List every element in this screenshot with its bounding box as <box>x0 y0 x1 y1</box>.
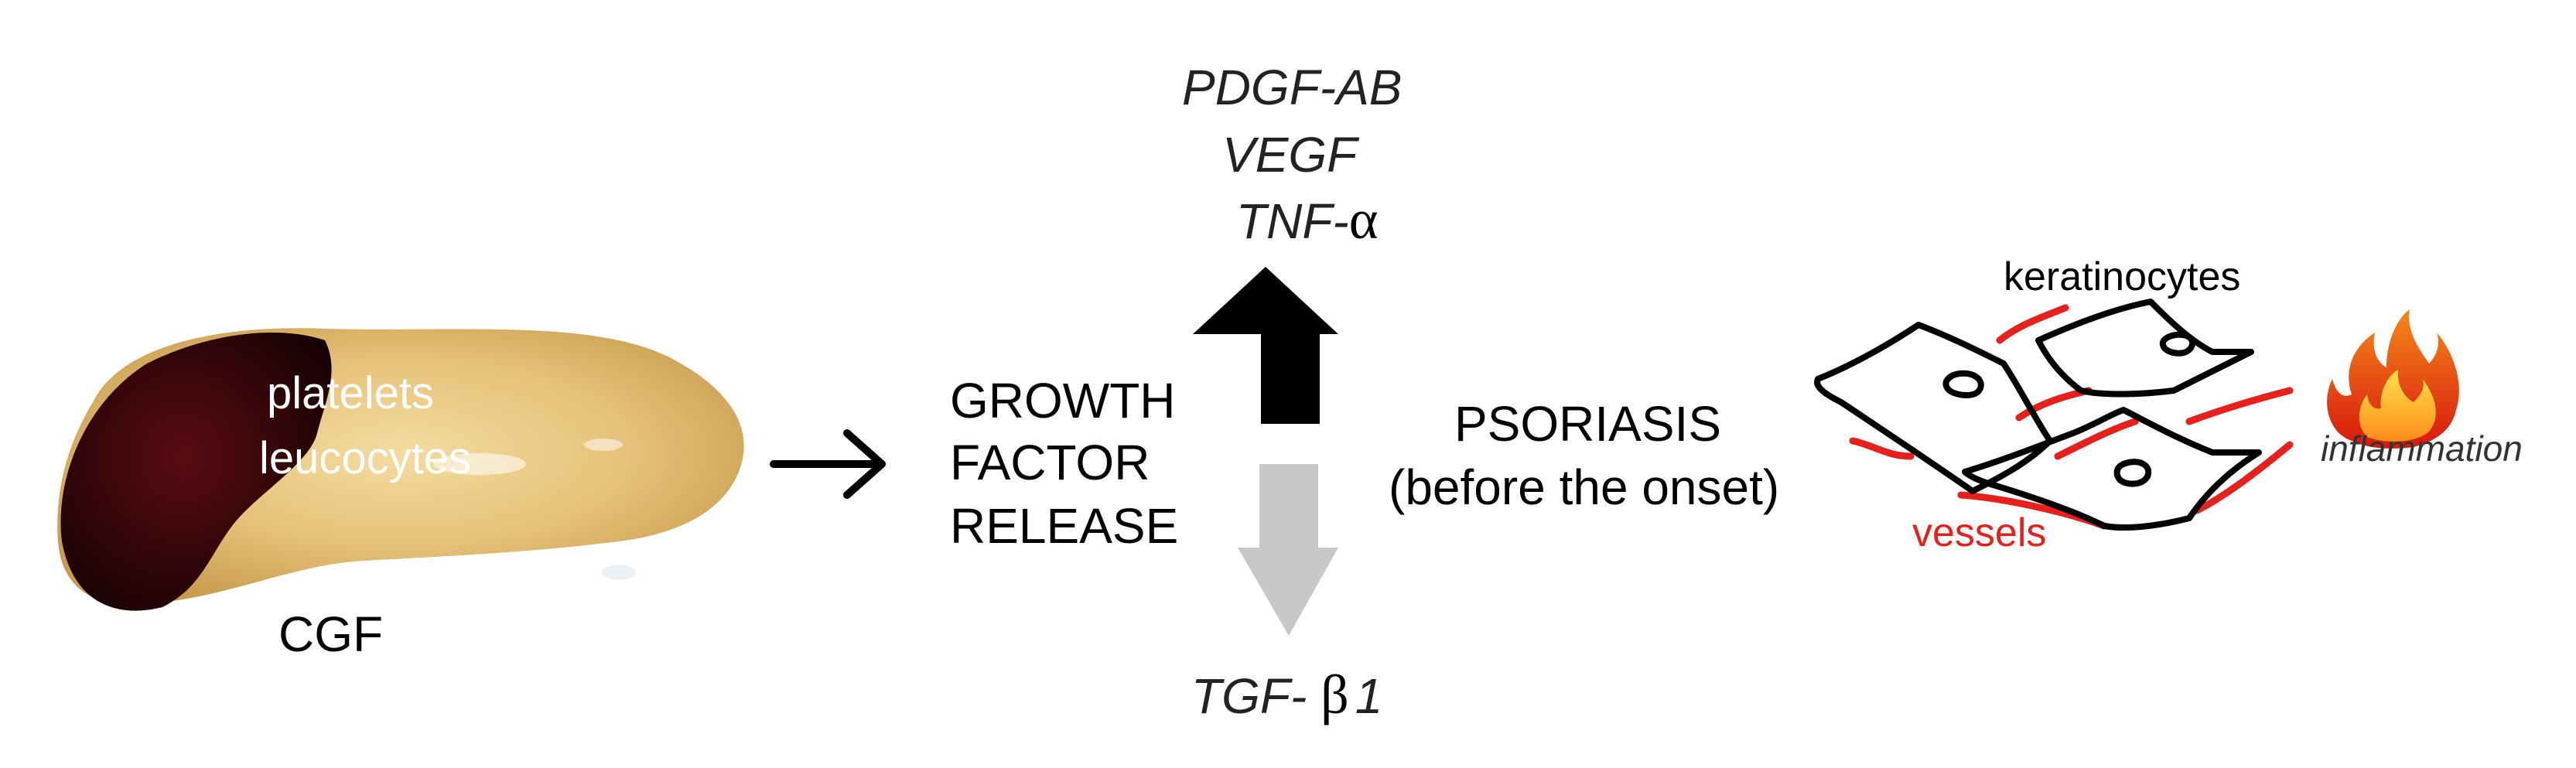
disease-title: PSORIASIS <box>1454 396 1721 452</box>
keratinocyte-nucleus-1 <box>1942 370 1984 398</box>
vessels <box>1849 304 2294 530</box>
disease-subtitle: (before the onset) <box>1389 459 1779 515</box>
vessels-label: vessels <box>1912 510 2046 555</box>
clot-label-leucocytes: leucocytes <box>259 433 471 483</box>
right-arrow-icon <box>770 429 886 499</box>
factor-pdgf: PDGF-AB <box>1182 60 1402 115</box>
flame-icon <box>2327 309 2459 449</box>
factor-tnf-greek: α <box>1349 189 1379 251</box>
factor-vegf: VEGF <box>1222 127 1360 183</box>
keratinocytes-schematic: keratinocytes vessels <box>1814 254 2294 555</box>
keratinocyte-nucleus-2 <box>2159 331 2195 357</box>
keratinocyte-cells <box>1814 299 2262 531</box>
factor-tgf-prefix: TGF- <box>1191 668 1320 724</box>
factor-tgf-greek: β <box>1320 664 1349 725</box>
clot-droplet <box>602 565 636 580</box>
keratinocyte-cell-1 <box>1814 322 2053 494</box>
process-line-2: FACTOR <box>950 435 1150 490</box>
process-line-1: GROWTH <box>950 373 1176 428</box>
process-line-3: RELEASE <box>950 498 1178 554</box>
clot-highlight-2 <box>584 439 623 451</box>
factor-tnf: TNF-α <box>1236 189 1378 251</box>
inflammation-label: inflammation <box>2321 428 2523 469</box>
keratinocyte-cell-2 <box>2035 299 2254 398</box>
down-arrow-icon <box>1238 464 1338 636</box>
flame-inner <box>2359 370 2436 442</box>
clot-highlight <box>433 453 526 475</box>
keratinocyte-cell-3 <box>1962 407 2262 531</box>
factor-tnf-prefix: TNF- <box>1236 193 1349 249</box>
clot-label-platelets: platelets <box>267 368 434 418</box>
cgf-clot-image: platelets leucocytes <box>57 328 744 611</box>
factor-tgf-suffix: 1 <box>1355 668 1383 724</box>
clot-red-fraction <box>60 333 332 611</box>
cgf-caption: CGF <box>278 606 383 662</box>
keratinocytes-label: keratinocytes <box>2004 254 2240 299</box>
keratinocyte-nucleus-3 <box>2113 459 2152 487</box>
up-arrow-icon <box>1193 267 1338 424</box>
